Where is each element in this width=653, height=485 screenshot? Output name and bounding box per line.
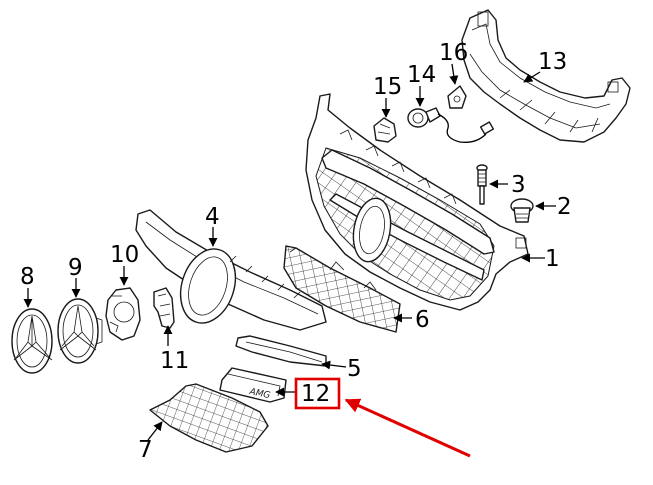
- callout-16: 16: [439, 40, 468, 66]
- callout-labels: 1 2 3 4 5 6 7 8 9 10 11 13 14 15 16: [20, 40, 572, 463]
- callout-2: 2: [557, 194, 572, 220]
- part-1-grille-frame: [305, 93, 529, 311]
- callout-7: 7: [138, 437, 153, 463]
- leader-lines: [23, 63, 556, 441]
- amg-badge-text: AMG: [248, 387, 272, 401]
- callout-5: 5: [347, 356, 362, 382]
- part-9-star-emblem: [57, 298, 103, 364]
- part-3-screw: [476, 164, 488, 205]
- part-11-bracket: [153, 287, 175, 329]
- part-5-lower-strip: [235, 335, 327, 367]
- callout-12: 12: [301, 381, 330, 407]
- callout-3: 3: [511, 172, 526, 198]
- highlight-box: [294, 377, 341, 410]
- part-12-amg-badge: AMG: [219, 367, 287, 403]
- callout-9: 9: [68, 255, 83, 281]
- callout-15: 15: [373, 74, 402, 100]
- highlight-callout-12: 12: [294, 377, 471, 458]
- part-2-clip: [510, 198, 534, 223]
- callout-11: 11: [160, 348, 189, 374]
- callout-1: 1: [545, 246, 560, 272]
- part-10-mount-ring: [105, 287, 141, 341]
- part-7-lower-mesh: [149, 383, 269, 453]
- part-8-star-emblem: [11, 308, 53, 374]
- callout-14: 14: [407, 62, 436, 88]
- callout-6: 6: [415, 307, 430, 333]
- callout-4: 4: [205, 204, 220, 230]
- highlight-arrow: [344, 398, 471, 458]
- part-15-sensor: [373, 117, 397, 143]
- part-14-camera-harness: [407, 107, 495, 143]
- part-6-lower-insert: [283, 245, 401, 333]
- part-4-trim-bar: [135, 209, 327, 331]
- callout-10: 10: [110, 242, 139, 268]
- part-13-upper-support: [461, 9, 631, 143]
- callout-8: 8: [20, 264, 35, 290]
- callout-13: 13: [538, 49, 567, 75]
- part-16-small-bracket: [447, 85, 467, 109]
